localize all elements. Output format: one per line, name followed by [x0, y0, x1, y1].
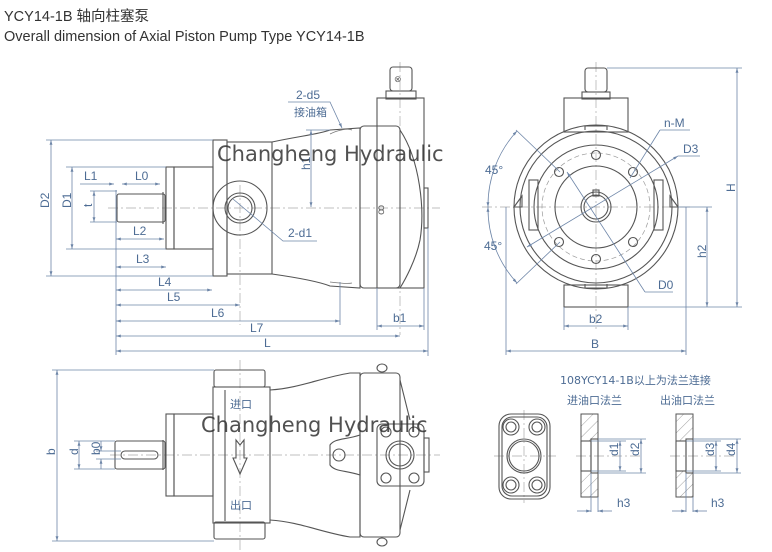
- svg-text:ꝏ: ꝏ: [376, 205, 387, 215]
- top-shaft: [114, 440, 166, 470]
- flange-details: 108YCY14-1B以上为法兰连接 进油口法兰 出油口法兰: [494, 373, 741, 513]
- label-D1: D1: [60, 192, 74, 208]
- label-D0: D0: [658, 278, 674, 292]
- flow-direction-arrow-icon: [232, 438, 248, 476]
- label-L2: L2: [133, 224, 147, 238]
- label-45-bottom: 45°: [484, 239, 502, 253]
- label-h3-inlet: h3: [617, 496, 631, 510]
- label-b0: b0: [89, 441, 103, 455]
- angle-arc-bottom: [486, 206, 518, 284]
- end-view: n-M D3 D0 45° 45° H h2 b2 B: [482, 62, 742, 355]
- label-L7: L7: [250, 321, 264, 335]
- label-45-top: 45°: [485, 163, 503, 177]
- end-foot: [563, 284, 629, 308]
- label-n-M: n-M: [664, 116, 685, 130]
- adjust-knob: [389, 66, 413, 92]
- label-flange-d4: d4: [724, 442, 738, 456]
- label-b1: b1: [393, 311, 407, 325]
- label-L3: L3: [136, 252, 150, 266]
- outlet-flange-section: d3 d4 h3: [670, 413, 741, 513]
- label-flange-d3: d3: [703, 442, 717, 456]
- label-L4: L4: [158, 275, 172, 289]
- label-outlet: 出口: [230, 498, 252, 512]
- label-2-d5: 2-d5: [296, 88, 320, 102]
- label-h2: h2: [695, 244, 709, 258]
- label-h1: h1: [299, 156, 313, 170]
- port-body: [226, 141, 273, 275]
- label-D2: D2: [38, 192, 52, 208]
- label-b: b: [44, 448, 58, 455]
- port-boss: [212, 180, 268, 236]
- label-flange-d2: d2: [628, 442, 642, 456]
- top-view: 进口 出口 b d b0: [44, 360, 440, 552]
- shaft: [116, 193, 166, 223]
- label-L1: L1: [84, 169, 98, 183]
- label-B: B: [591, 337, 599, 351]
- top-rear-flange: [359, 372, 401, 538]
- label-2-d1: 2-d1: [288, 226, 312, 240]
- label-t: t: [81, 203, 95, 207]
- leader-d1: [232, 198, 317, 242]
- angle-arc-top: [486, 130, 518, 208]
- flange-note: 108YCY14-1B以上为法兰连接: [560, 373, 711, 387]
- outlet-flange-title: 出油口法兰: [660, 393, 715, 407]
- inlet-flange-section: d1 d2 h3: [576, 413, 646, 513]
- label-flange-d1: d1: [607, 442, 621, 456]
- label-L: L: [264, 336, 271, 350]
- shaft-keyway: [120, 450, 159, 460]
- watermark-bottom: Changheng Hydraulic: [201, 413, 428, 437]
- label-L6: L6: [211, 306, 225, 320]
- inlet-flange-title: 进油口法兰: [567, 393, 622, 407]
- label-L0: L0: [135, 169, 149, 183]
- label-b2: b2: [589, 312, 603, 326]
- label-D3: D3: [683, 142, 699, 156]
- watermark-top: Changheng Hydraulic: [217, 142, 444, 166]
- port-hole: [227, 195, 253, 221]
- title-english: Overall dimension of Axial Piston Pump T…: [4, 29, 365, 45]
- label-inlet: 进口: [230, 398, 252, 411]
- label-h3-outlet: h3: [711, 496, 725, 510]
- title-chinese: YCY14-1B 轴向柱塞泵: [4, 9, 150, 25]
- side-view: ⊗ ꝏ D2 D1 t L1 L0 L2 L3 L4: [38, 62, 440, 356]
- leader-d5: [288, 101, 343, 129]
- label-d: d: [67, 448, 81, 455]
- outlet-boss: [213, 521, 266, 540]
- label-L5: L5: [167, 290, 181, 304]
- knob-symbol-icon: ⊗: [394, 74, 402, 84]
- label-H: H: [724, 183, 738, 192]
- dim-D3: [526, 155, 679, 248]
- dim-D0: [566, 171, 646, 293]
- end-control-block: [563, 97, 629, 133]
- inlet-boss: [213, 369, 266, 388]
- flange-front-view: [494, 410, 556, 503]
- label-oil-tank: 接油箱: [294, 105, 327, 119]
